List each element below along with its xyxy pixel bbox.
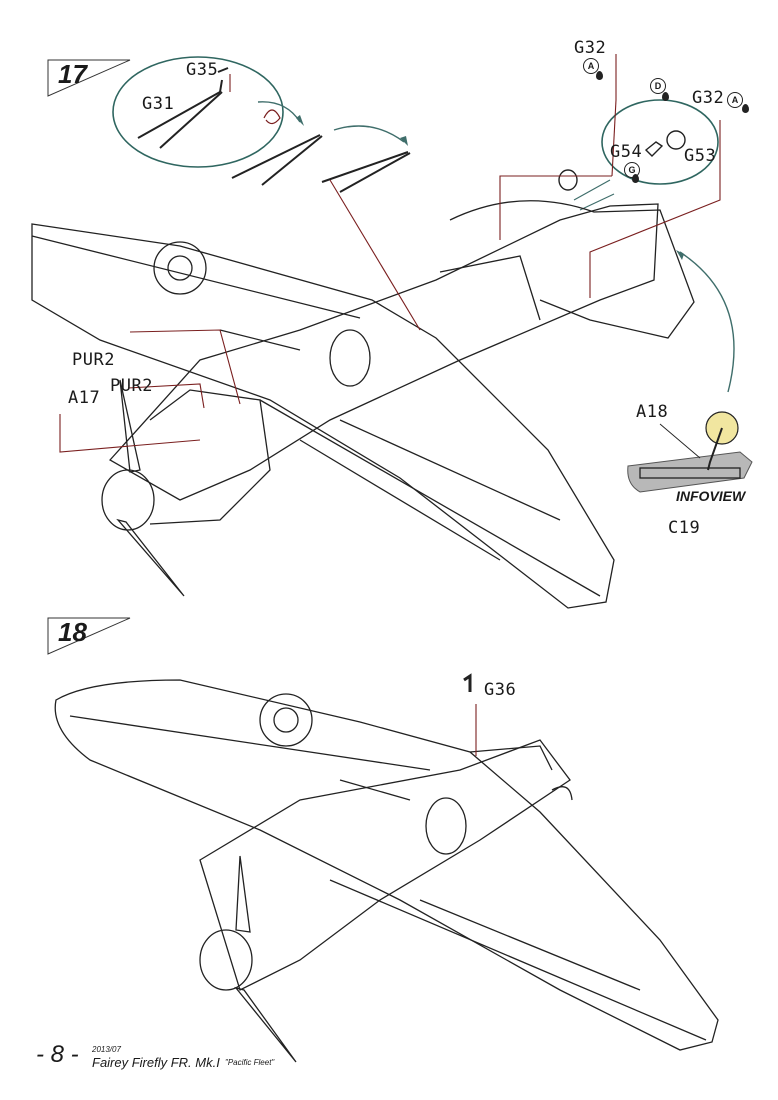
part-label-g32-top: G32 xyxy=(574,38,607,58)
part-label-pur2-b: PUR2 xyxy=(110,376,153,396)
arrow-heads xyxy=(296,115,684,260)
footer-title: Fairey Firefly FR. Mk.I xyxy=(92,1055,220,1070)
part-label-g36: G36 xyxy=(484,680,517,700)
footer-subtitle: "Pacific Fleet" xyxy=(225,1058,275,1067)
paint-badge-d: D xyxy=(650,78,666,94)
aircraft-step17 xyxy=(31,200,695,609)
step18-flag xyxy=(47,617,131,655)
paint-badge-a-top: A xyxy=(583,58,599,74)
part-label-a17: A17 xyxy=(68,388,101,408)
step17-flag xyxy=(47,59,131,97)
footer-date: 2013/07 xyxy=(92,1045,121,1054)
glue-drop-icon xyxy=(662,92,669,101)
part-label-c19: C19 xyxy=(668,518,701,538)
step-number-17: 17 xyxy=(58,59,87,89)
part-label-g35: G35 xyxy=(186,60,219,80)
part-label-g53: G53 xyxy=(684,146,717,166)
glue-drop-icon xyxy=(596,71,603,80)
part-label-pur2-a: PUR2 xyxy=(72,350,115,370)
leader-lines-17 xyxy=(59,54,721,453)
part-label-g54: G54 xyxy=(610,142,643,162)
part-label-g32-right: G32 xyxy=(692,88,725,108)
infoview-label: INFOVIEW xyxy=(676,488,746,504)
detail-circle-strut xyxy=(112,56,284,168)
part-label-g31: G31 xyxy=(142,94,175,114)
step-number-18: 18 xyxy=(58,617,87,647)
process-arrows xyxy=(257,101,735,393)
part-label-a18: A18 xyxy=(636,402,669,422)
strut-parts xyxy=(137,67,411,193)
paint-badge-a-right: A xyxy=(727,92,743,108)
rotate-arrow xyxy=(263,109,281,125)
aircraft-step18 xyxy=(54,679,719,1063)
page-number: - 8 - xyxy=(36,1041,79,1068)
glue-drop-icon xyxy=(742,104,749,113)
infoview-panel xyxy=(627,451,753,493)
detail-circle-mirror xyxy=(601,99,719,185)
glue-drop-icon xyxy=(632,174,639,183)
g36-part xyxy=(463,673,472,692)
